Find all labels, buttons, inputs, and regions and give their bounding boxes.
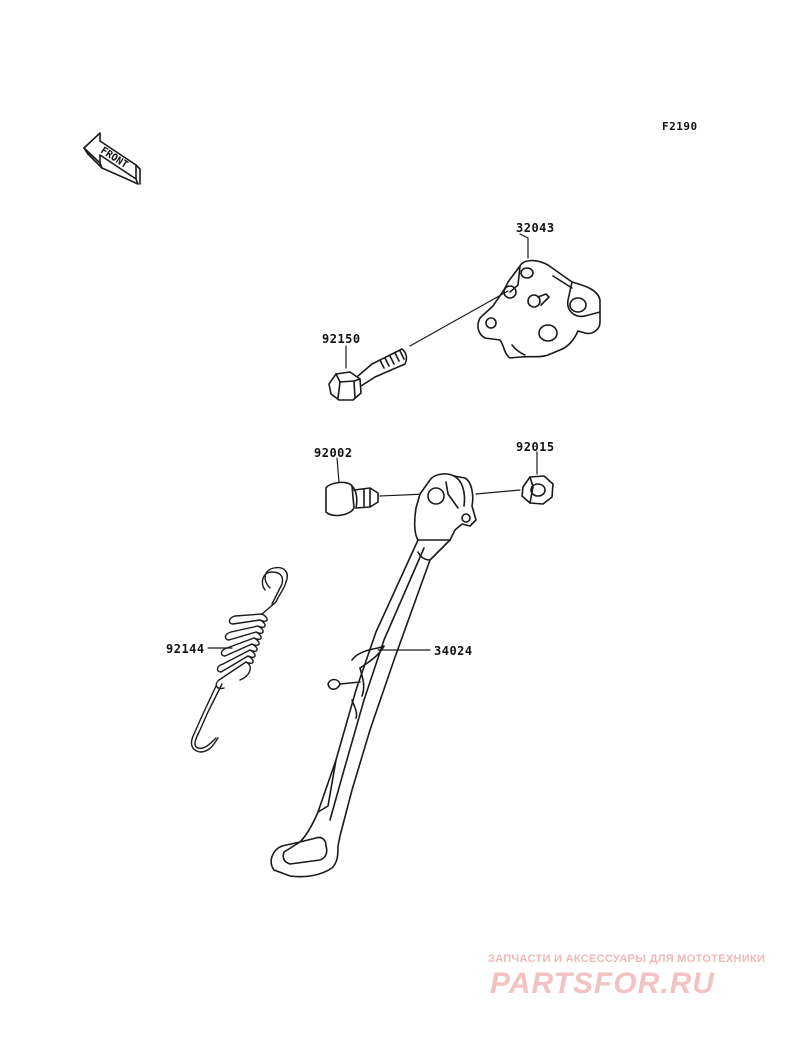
part-label-92144: 92144: [166, 642, 205, 656]
part-label-32043: 32043: [516, 221, 555, 235]
bracket-part: [477, 259, 601, 359]
bolt-part: [328, 348, 408, 401]
nut-part: [521, 475, 554, 505]
part-label-92015: 92015: [516, 440, 555, 454]
part-label-34024: 34024: [434, 644, 473, 658]
front-arrow-icon: FRONT: [83, 132, 141, 185]
watermark-tagline: ЗАПЧАСТИ И АКСЕССУАРЫ ДЛЯ МОТОТЕХНИКИ: [488, 953, 766, 965]
part-label-92002: 92002: [314, 446, 353, 460]
pivot-bolt-part: [325, 481, 379, 517]
spring-part: [190, 566, 288, 753]
watermark-logo: PARTSFOR.RU: [490, 967, 715, 1000]
diagram-code: F2190: [662, 120, 698, 133]
side-stand-part: [270, 473, 477, 878]
front-label: FRONT: [98, 145, 129, 171]
part-label-92150: 92150: [322, 332, 361, 346]
